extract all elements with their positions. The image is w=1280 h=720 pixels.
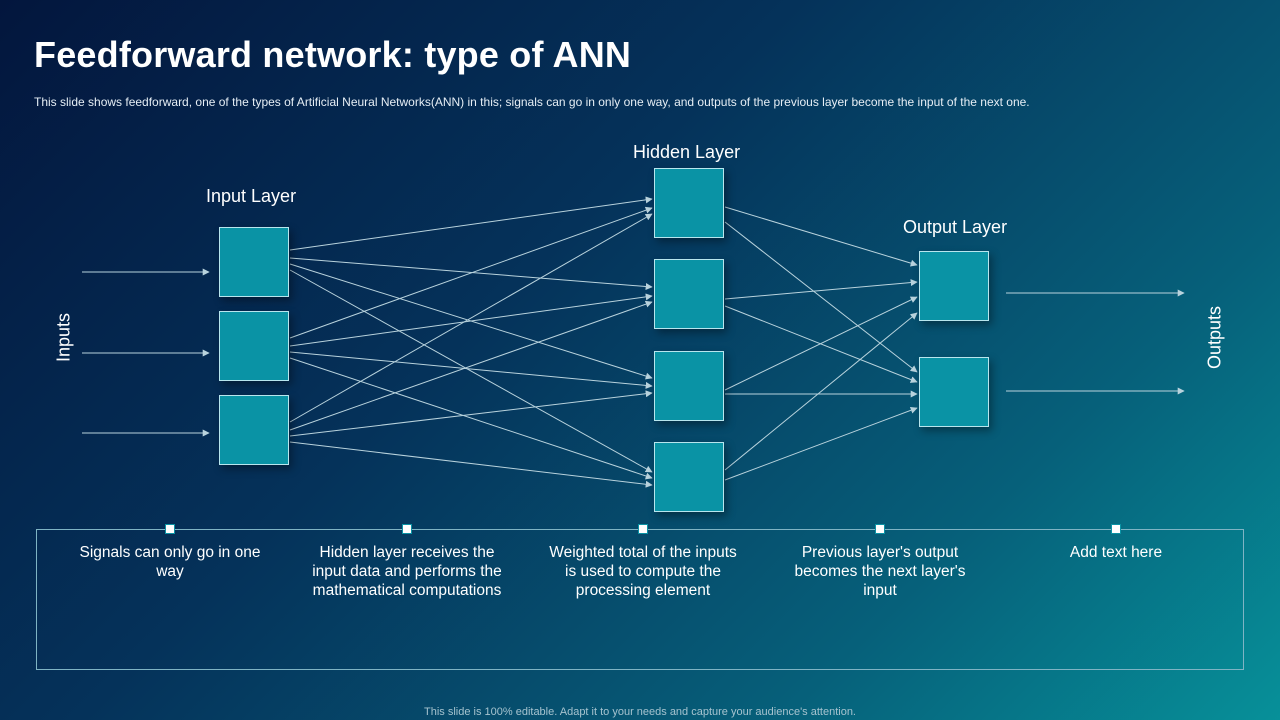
output-node-2 [919, 357, 989, 427]
inputs-label: Inputs [53, 312, 74, 363]
input-node-2 [219, 311, 289, 381]
input-node-1 [219, 227, 289, 297]
info-text-3: Weighted total of the inputs is used to … [549, 544, 737, 599]
hidden-node-3 [654, 351, 724, 421]
info-marker-2 [402, 524, 412, 534]
connection-input-2-hidden-2 [289, 293, 653, 347]
connection-hidden-2-output-1 [724, 279, 918, 300]
connection-hidden-4-output-2 [724, 406, 918, 481]
hidden-node-2 [654, 259, 724, 329]
connection-input-3-hidden-4 [289, 441, 653, 488]
info-text-4: Previous layer's output becomes the next… [794, 544, 966, 599]
info-marker-4 [875, 524, 885, 534]
connection-input-2-hidden-1 [289, 206, 653, 339]
connection-hidden-3-output-1 [724, 296, 918, 391]
connection-hidden-4-output-1 [724, 312, 918, 471]
hidden-layer-label: Hidden Layer [633, 142, 741, 162]
footer-note: This slide is 100% editable. Adapt it to… [424, 706, 856, 718]
outputs-label: Outputs [1204, 305, 1225, 370]
info-text-5: Add text here [1069, 544, 1163, 561]
connection-input-1-hidden-1 [289, 196, 653, 251]
connection-hidden-1-output-2 [724, 221, 918, 373]
connection-input-3-hidden-2 [289, 300, 653, 431]
connection-hidden-1-output-1 [724, 206, 918, 267]
output-layer-label: Output Layer [903, 217, 1008, 237]
info-marker-5 [1111, 524, 1121, 534]
page-title: Feedforward network: type of ANN [34, 34, 632, 75]
info-text-2: Hidden layer receives the input data and… [312, 544, 502, 599]
input-layer-label: Input Layer [206, 186, 297, 206]
info-marker-3 [638, 524, 648, 534]
input-node-3 [219, 395, 289, 465]
connection-input-2-hidden-3 [289, 351, 653, 389]
connection-input-1-hidden-4 [289, 269, 653, 473]
connection-input-2-hidden-4 [289, 357, 653, 480]
connection-input-3-hidden-3 [289, 390, 653, 437]
info-marker-1 [165, 524, 175, 534]
hidden-node-4 [654, 442, 724, 512]
info-text-1: Signals can only go in one way [79, 544, 261, 580]
hidden-node-1 [654, 168, 724, 238]
connection-input-3-hidden-1 [289, 213, 653, 423]
page-subtitle: This slide shows feedforward, one of the… [34, 95, 1030, 109]
output-node-1 [919, 251, 989, 321]
